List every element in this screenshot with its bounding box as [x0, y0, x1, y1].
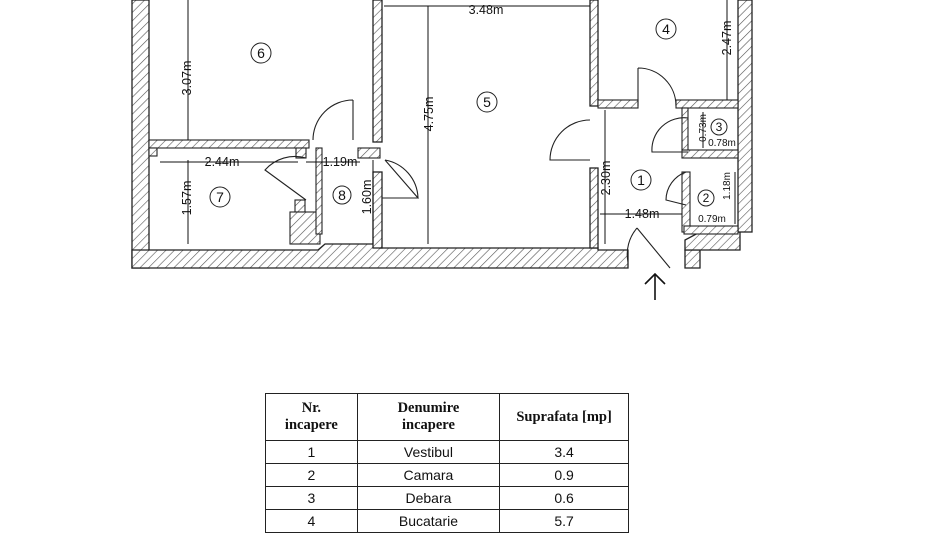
- cell-nr: 1: [265, 440, 358, 464]
- cell-name: Bucatarie: [356, 509, 501, 533]
- dim-room2-width: 0.79m: [698, 214, 726, 225]
- cell-nr: 4: [265, 509, 358, 533]
- dimension-lines: [160, 0, 736, 244]
- dim-room6-height: 3.07m: [180, 61, 194, 96]
- room-number-7: 7: [216, 189, 224, 205]
- room-number-5: 5: [483, 94, 491, 110]
- dim-room8-height: 1.60m: [360, 180, 374, 215]
- dim-room5-width: 3.48m: [469, 3, 504, 17]
- room-number-4: 4: [662, 21, 670, 37]
- cell-area: 0.9: [499, 463, 629, 487]
- dim-room7-width: 2.44m: [205, 155, 240, 169]
- col-header-area: Suprafata [mp]: [499, 393, 629, 441]
- cell-name: Camara: [356, 463, 501, 487]
- cell-nr: 3: [265, 486, 358, 510]
- cell-area: 0.6: [499, 486, 629, 510]
- dimension-labels: 3.07m 3.48m 4.75m 2.47m 2.44m 1.19m 1.57…: [180, 3, 736, 225]
- cell-name: Debara: [356, 486, 501, 510]
- table-row: 2 Camara 0.9: [265, 463, 629, 487]
- table-row: 1 Vestibul 3.4: [265, 440, 629, 464]
- table-row: 4 Bucatarie 5.7: [265, 509, 629, 533]
- dim-room7-height: 1.57m: [180, 181, 194, 216]
- outer-walls: [131, 0, 753, 269]
- col-header-nr: Nr.incapere: [265, 393, 358, 441]
- arrow-up-icon: [644, 272, 666, 300]
- room-number-2: 2: [703, 191, 710, 205]
- interior-walls: [148, 99, 739, 245]
- dim-room1-width: 1.48m: [625, 207, 660, 221]
- cell-area: 5.7: [499, 509, 629, 533]
- room-numbers: [209, 18, 728, 208]
- cell-name: Vestibul: [356, 440, 501, 464]
- floor-plan: 3.07m 3.48m 4.75m 2.47m 2.44m 1.19m 1.57…: [131, 0, 753, 300]
- room-number-8: 8: [338, 187, 346, 203]
- dim-room3-height: 0.73m: [698, 114, 709, 142]
- room-number-6: 6: [257, 45, 265, 61]
- dim-room4-height: 2.47m: [720, 21, 734, 56]
- room-number-3: 3: [716, 120, 723, 134]
- table-row: 3 Debara 0.6: [265, 486, 629, 510]
- dim-room5-height: 4.75m: [422, 97, 436, 132]
- cell-nr: 2: [265, 463, 358, 487]
- dim-room8-width: 1.19m: [323, 155, 358, 169]
- dim-room3-width: 0.78m: [708, 138, 736, 149]
- doors: [264, 67, 689, 269]
- room-number-1: 1: [637, 172, 645, 188]
- dim-room1-height: 2.30m: [599, 161, 613, 196]
- dim-room2-height: 1.18m: [722, 172, 733, 200]
- cell-area: 3.4: [499, 440, 629, 464]
